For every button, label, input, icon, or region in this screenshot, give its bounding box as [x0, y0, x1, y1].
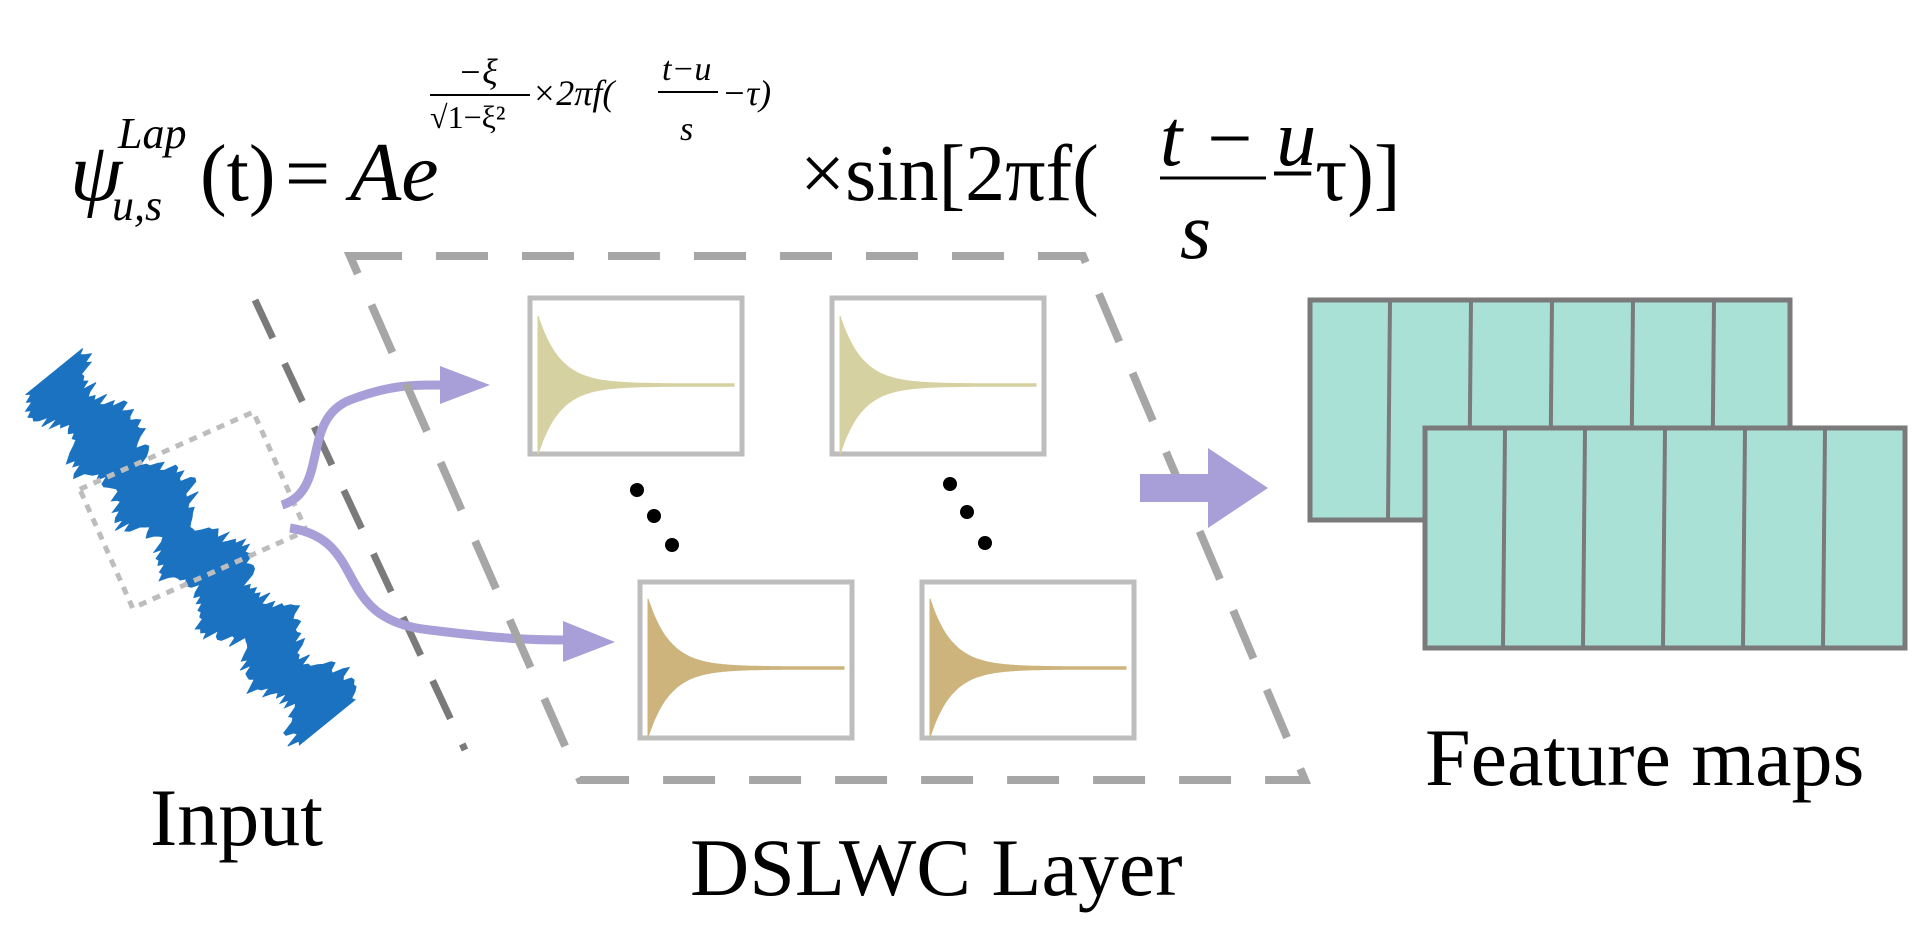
formula-frac-den: s	[1180, 188, 1211, 276]
formula-frac-num: t − u	[1160, 95, 1316, 183]
laplace-wavelet-formula: ψ Lap u,s (t) = Ae −ξ √1−ξ² ×2πf( t−u s …	[70, 51, 1401, 276]
ellipsis-dot	[665, 538, 679, 552]
ellipsis-dot	[978, 536, 992, 550]
arrow-to-feature-shaft	[1140, 474, 1210, 502]
kernel-wavelet	[839, 315, 1037, 455]
formula-exp-times: ×2πf(	[532, 73, 616, 113]
formula-times-sin: ×sin[2πf(	[800, 130, 1099, 218]
kernel-wavelet	[647, 598, 845, 738]
arrow-to-bottom-kernel	[289, 523, 566, 645]
ellipsis-dot	[960, 505, 974, 519]
feature-map-front	[1422, 425, 1908, 651]
formula-subscript: u,s	[112, 181, 162, 230]
input-label: Input	[150, 772, 323, 863]
formula-exp-frac-den: s	[680, 111, 693, 148]
formula-exp-num: −ξ	[458, 52, 498, 92]
formula-equals: =	[285, 130, 330, 218]
kernel-panel-top-left	[527, 295, 745, 457]
formula-exp-den: √1−ξ²	[430, 99, 505, 135]
kernel-panel-top-right	[829, 295, 1047, 457]
kernel-wavelet	[929, 598, 1127, 738]
formula-amplitude: Ae	[345, 126, 439, 219]
input-signal-icon	[24, 348, 357, 747]
ellipsis-dot	[943, 477, 957, 491]
input-boundary-dashed-line	[251, 298, 469, 752]
feature-maps-label: Feature maps	[1425, 712, 1864, 803]
arrow-to-feature-head	[1208, 448, 1268, 528]
dslwc-layer-label: DSLWC Layer	[690, 822, 1183, 913]
input-signal-waveform	[24, 348, 357, 747]
kernel-panels	[527, 295, 1137, 741]
formula-exp-frac-num: t−u	[662, 51, 711, 88]
formula-psi: ψ	[70, 126, 124, 219]
ellipsis-dots-icon	[630, 477, 992, 552]
input-window-box	[76, 408, 310, 612]
kernel-panel-bottom-right	[919, 579, 1137, 741]
kernel-wavelet	[537, 315, 735, 455]
arrow-head-bottom	[563, 621, 615, 662]
arrow-head-top	[440, 366, 490, 404]
ellipsis-dot	[647, 509, 661, 523]
dslwc-layer-frame	[343, 252, 1312, 784]
formula-exp-tail: −τ)	[722, 73, 771, 113]
flow-arrow-icon	[1140, 448, 1268, 528]
kernel-panel-bottom-left	[637, 579, 855, 741]
formula-arg: (t)	[200, 130, 276, 218]
formula-tail: −τ)]	[1270, 130, 1401, 218]
ellipsis-dot	[630, 483, 644, 497]
formula-superscript: Lap	[117, 109, 186, 158]
